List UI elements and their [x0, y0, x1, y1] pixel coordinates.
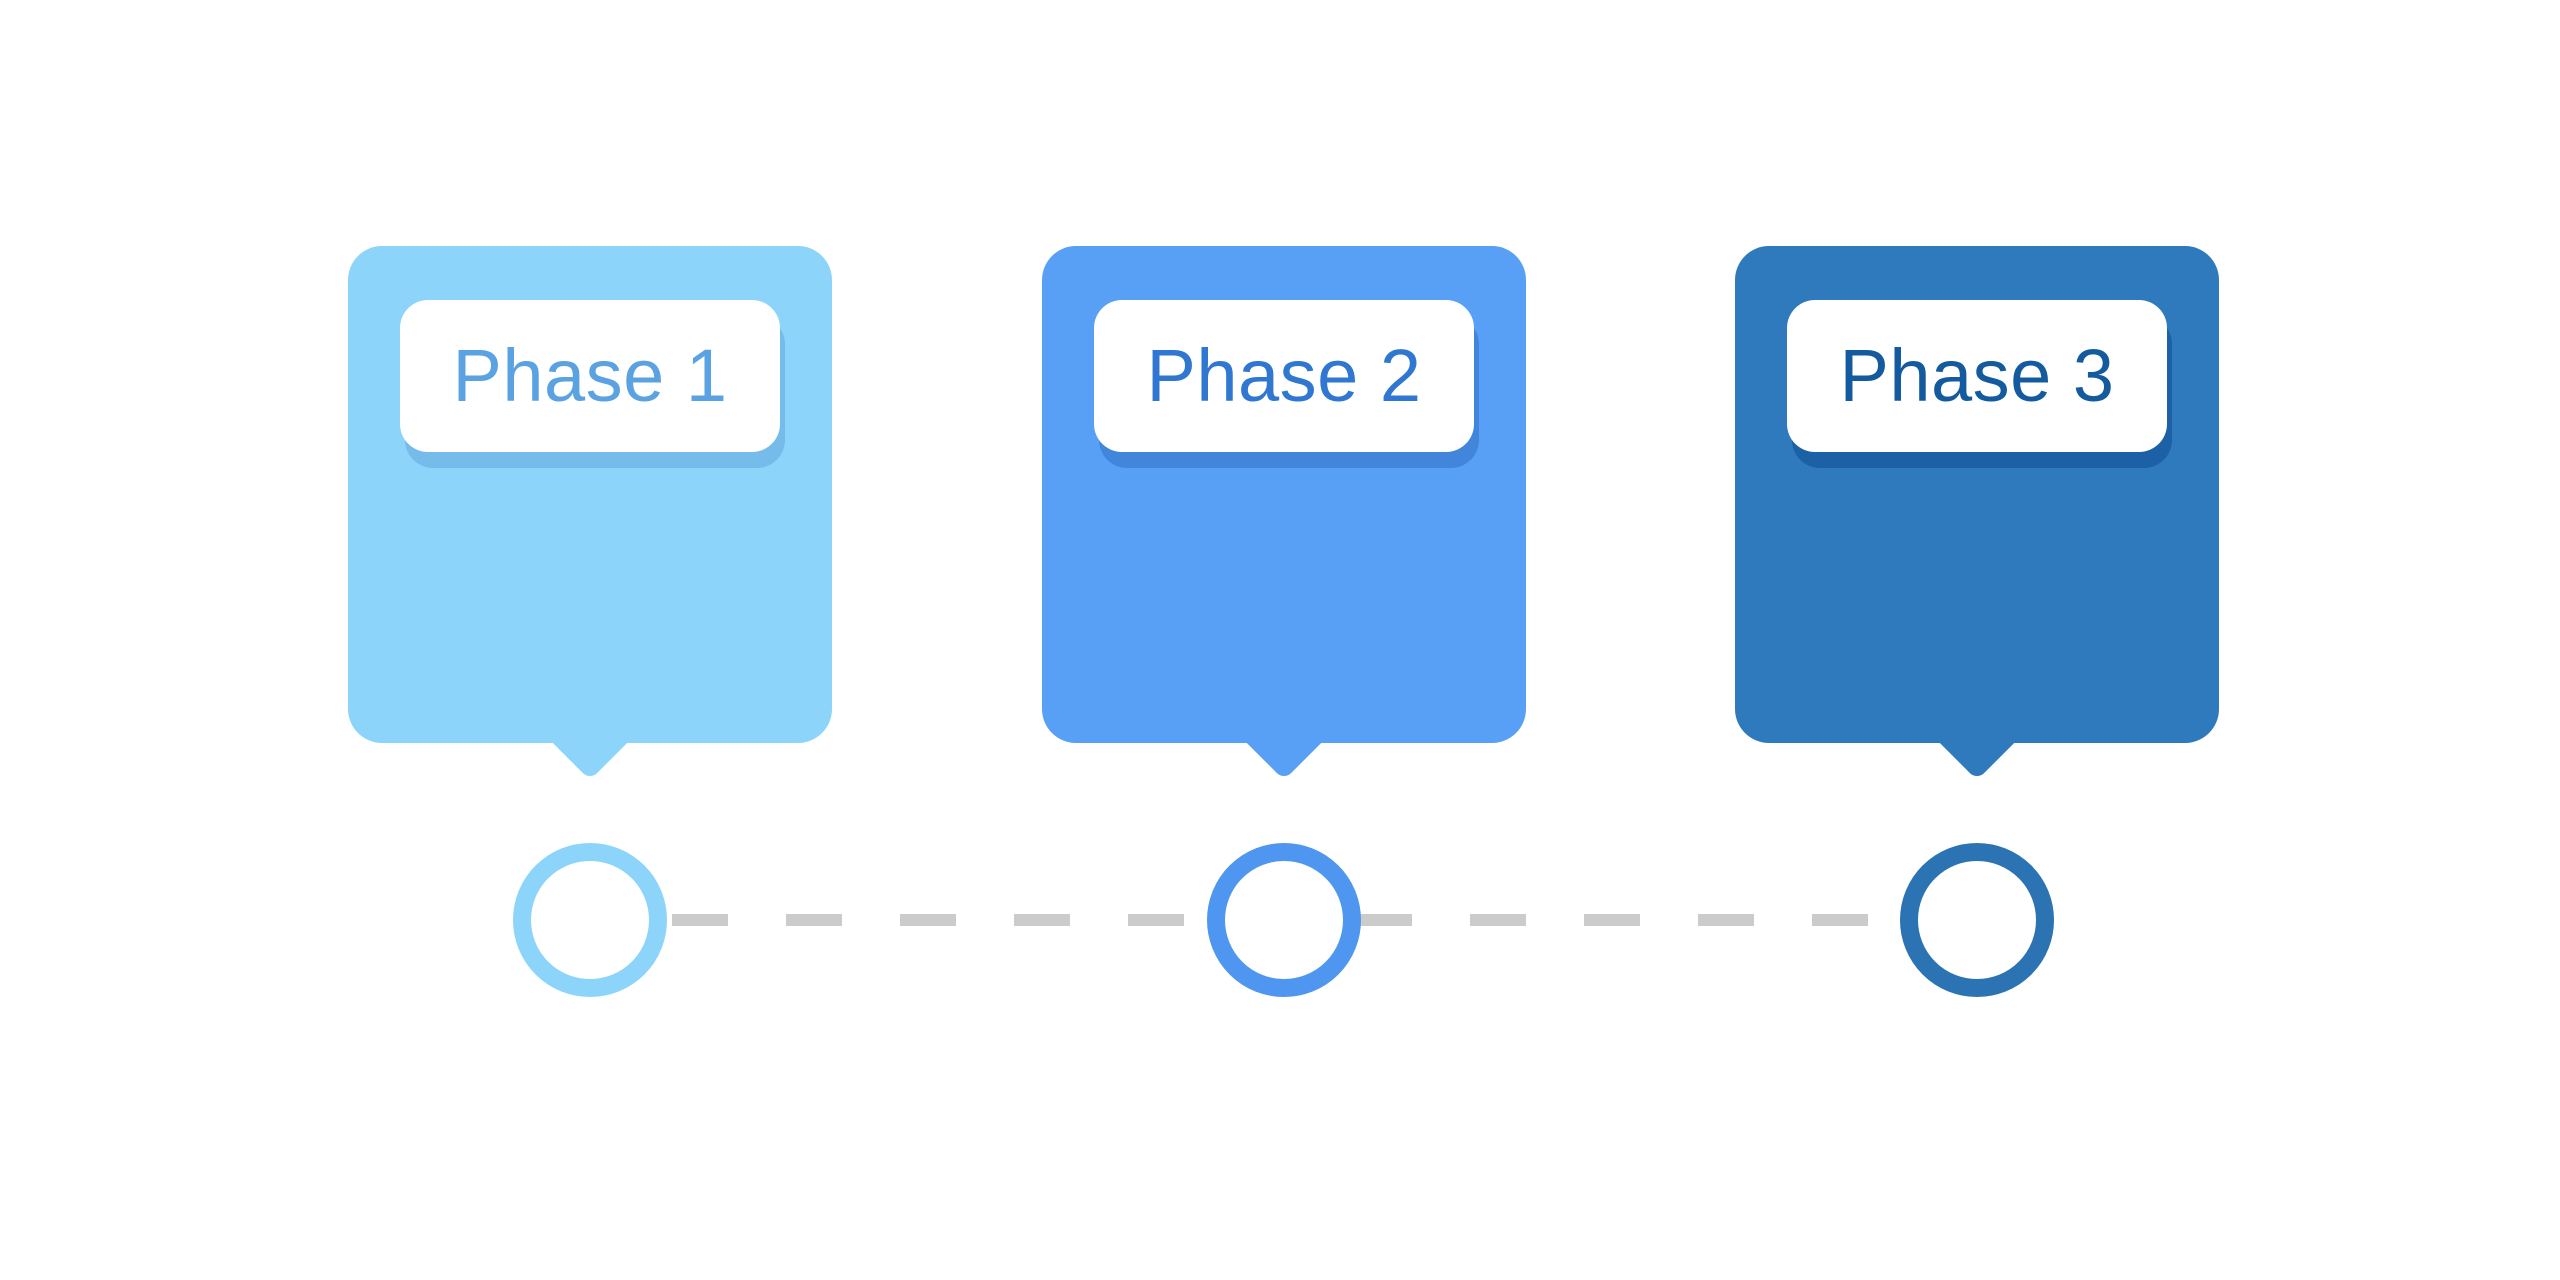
phase-3-label: Phase 3 [1839, 334, 2115, 417]
phase-3-group: Phase 3 [1735, 246, 2219, 997]
phase-1-label: Phase 1 [452, 334, 728, 417]
phase-3-label-box: Phase 3 [1787, 300, 2167, 452]
phase-2-group: Phase 2 [1042, 246, 1526, 997]
phase-2-label-box: Phase 2 [1094, 300, 1474, 452]
phase-1-label-box: Phase 1 [400, 300, 780, 452]
phase-2-label: Phase 2 [1146, 334, 1422, 417]
phase-1-card: Phase 1 [348, 246, 832, 781]
phase-2-pointer-tail [1245, 703, 1323, 781]
phase-3-card: Phase 3 [1735, 246, 2219, 781]
phase-1-marker-circle [513, 843, 667, 997]
phase-3-pointer-tail [1938, 703, 2016, 781]
phase-3-marker-circle [1900, 843, 2054, 997]
phase-2-card: Phase 2 [1042, 246, 1526, 781]
phase-1-group: Phase 1 [348, 246, 832, 997]
phase-2-marker-circle [1207, 843, 1361, 997]
phase-1-pointer-tail [551, 703, 629, 781]
